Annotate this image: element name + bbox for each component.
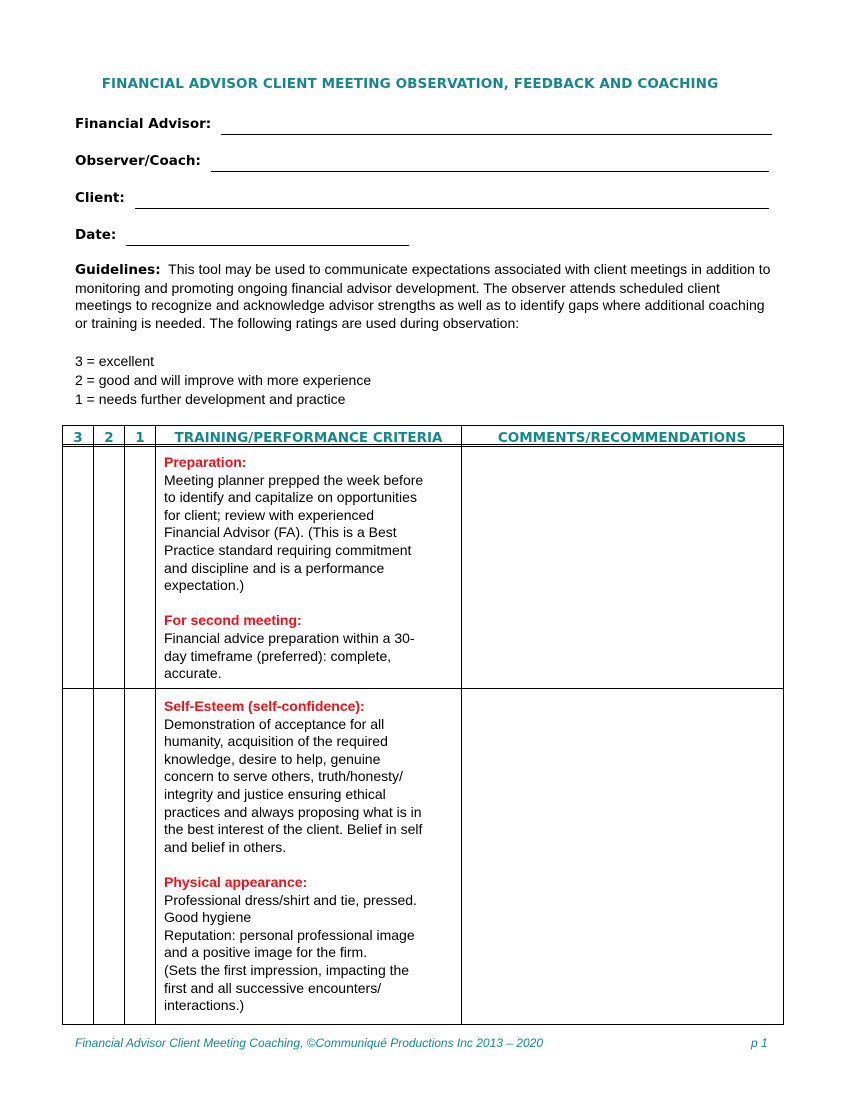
client-line[interactable] bbox=[134, 195, 769, 209]
ratings-legend: 3 = excellent 2 = good and will improve … bbox=[75, 352, 371, 409]
page-title: FINANCIAL ADVISOR CLIENT MEETING OBSERVA… bbox=[101, 76, 719, 92]
client-field[interactable]: Client: bbox=[75, 186, 769, 209]
observer-coach-label: Observer/Coach: bbox=[75, 153, 201, 169]
criteria-line: Professional dress/shirt and tie, presse… bbox=[164, 891, 417, 908]
footer-page-number: p 1 bbox=[751, 1036, 768, 1050]
header-comments: COMMENTS/RECOMMENDATIONS bbox=[497, 430, 747, 446]
criteria-line: Demonstration of acceptance for all bbox=[164, 715, 385, 732]
header-rating-2: 2 bbox=[104, 430, 114, 446]
criteria-line: Financial Advisor (FA). (This is a Best bbox=[164, 524, 397, 541]
criteria-title: Physical appearance: bbox=[164, 873, 308, 890]
criteria-line: accurate. bbox=[164, 665, 222, 682]
financial-advisor-line[interactable] bbox=[221, 121, 773, 135]
criteria-line: day timeframe (preferred): complete, bbox=[164, 647, 392, 664]
header-rating-3: 3 bbox=[73, 430, 83, 446]
observer-coach-line[interactable] bbox=[210, 158, 769, 172]
header-rating-1: 1 bbox=[135, 430, 145, 446]
criteria-line: first and all successive encounters/ bbox=[164, 979, 382, 996]
criteria-line: and discipline and is a performance bbox=[164, 559, 385, 576]
financial-advisor-field[interactable]: Financial Advisor: bbox=[75, 112, 773, 135]
criteria-title: Preparation: bbox=[164, 454, 247, 470]
criteria-line: to identify and capitalize on opportunit… bbox=[164, 489, 417, 506]
criteria-line: (Sets the first impression, impacting th… bbox=[164, 961, 410, 978]
criteria-cell-row-1: Preparation: Meeting planner prepped the… bbox=[164, 454, 459, 683]
col-divider-1 bbox=[155, 426, 156, 1024]
criteria-line: Meeting planner prepped the week before bbox=[164, 471, 424, 488]
criteria-line: for client; review with experienced bbox=[164, 506, 375, 523]
header-divider bbox=[63, 444, 783, 447]
guidelines-text: This tool may be used to communicate exp… bbox=[75, 261, 771, 332]
header-criteria: TRAINING/PERFORMANCE CRITERIA bbox=[174, 430, 443, 446]
criteria-line: integrity and justice ensuring ethical bbox=[164, 785, 386, 802]
financial-advisor-label: Financial Advisor: bbox=[75, 116, 212, 132]
criteria-line: expectation.) bbox=[164, 577, 245, 594]
criteria-line: Reputation: personal professional image bbox=[164, 926, 415, 943]
observation-table bbox=[62, 425, 784, 1025]
col-divider-3 bbox=[93, 426, 94, 1024]
col-divider-criteria bbox=[461, 426, 462, 1024]
criteria-cell-row-2: Self-Esteem (self-confidence): Demonstra… bbox=[164, 698, 459, 1015]
observer-coach-field[interactable]: Observer/Coach: bbox=[75, 149, 769, 172]
client-label: Client: bbox=[75, 190, 125, 206]
criteria-title: For second meeting: bbox=[164, 612, 302, 629]
date-label: Date: bbox=[75, 227, 117, 243]
rating-2: 2 = good and will improve with more expe… bbox=[75, 372, 372, 388]
guidelines-label: Guidelines: bbox=[75, 262, 161, 278]
footer-copyright: Financial Advisor Client Meeting Coachin… bbox=[75, 1036, 543, 1050]
col-divider-2 bbox=[124, 426, 125, 1024]
criteria-line: and a positive image for the firm. bbox=[164, 944, 368, 961]
criteria-line: practices and always proposing what is i… bbox=[164, 803, 422, 820]
rating-3: 3 = excellent bbox=[75, 353, 154, 369]
criteria-line: Financial advice preparation within a 30… bbox=[164, 629, 415, 646]
criteria-line: and belief in others. bbox=[164, 838, 287, 855]
date-line[interactable] bbox=[126, 232, 410, 246]
criteria-line: Practice standard requiring commitment bbox=[164, 541, 412, 558]
criteria-line: humanity, acquisition of the required bbox=[164, 733, 388, 750]
row-divider bbox=[63, 688, 783, 689]
criteria-line: the best interest of the client. Belief … bbox=[164, 821, 423, 838]
date-field[interactable]: Date: bbox=[75, 223, 410, 246]
guidelines-paragraph: Guidelines: This tool may be used to com… bbox=[75, 261, 775, 333]
criteria-title: Self-Esteem (self-confidence): bbox=[164, 698, 365, 714]
criteria-line: Good hygiene bbox=[164, 909, 252, 926]
criteria-line: knowledge, desire to help, genuine bbox=[164, 750, 381, 767]
criteria-line: concern to serve others, truth/honesty/ bbox=[164, 768, 403, 785]
criteria-line: interactions.) bbox=[164, 997, 245, 1014]
rating-1: 1 = needs further development and practi… bbox=[75, 391, 346, 407]
